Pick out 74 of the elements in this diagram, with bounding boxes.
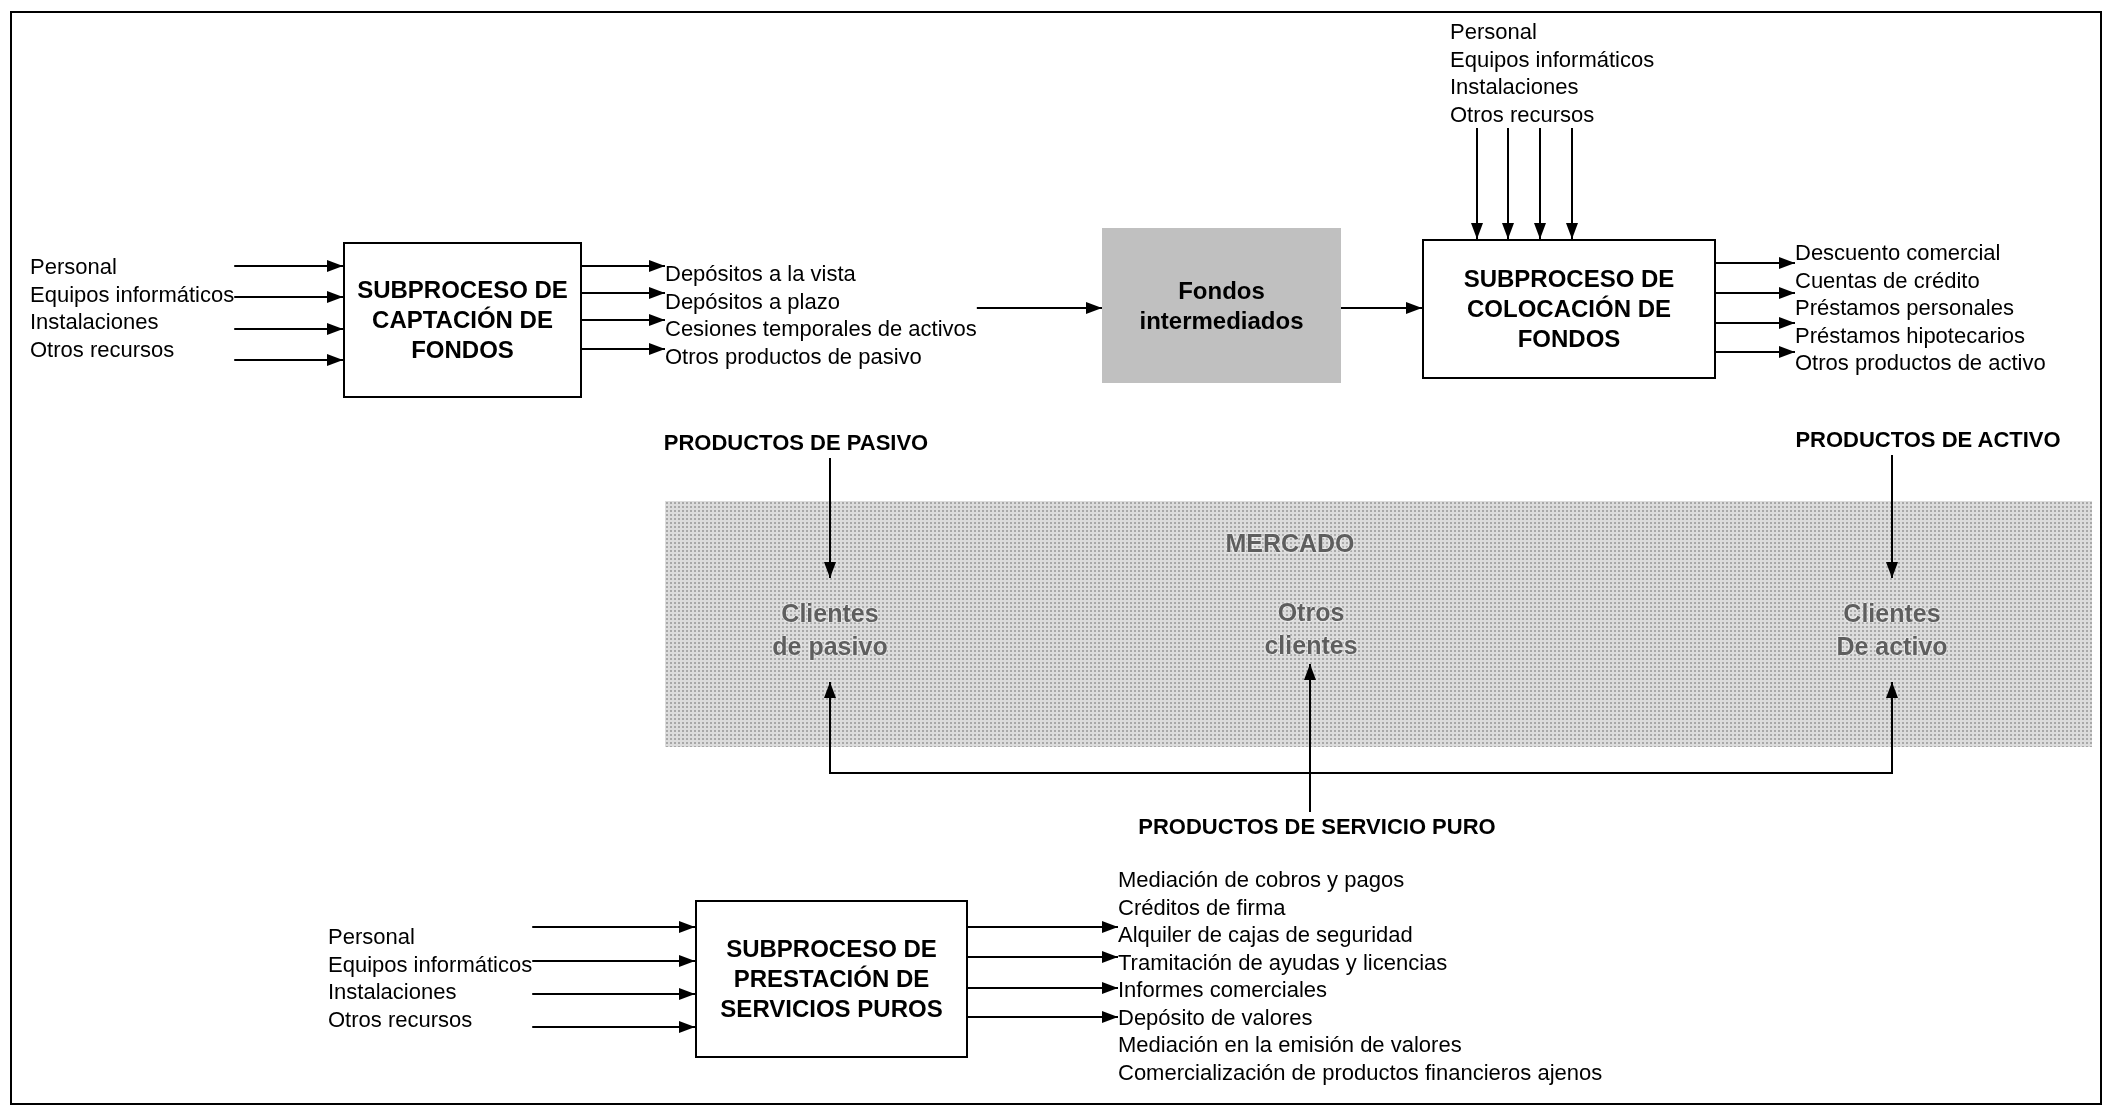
arrow xyxy=(1534,127,1546,240)
list-item-text: Equipos informáticos xyxy=(30,280,235,308)
section-heading: PRODUCTOS DE ACTIVO xyxy=(1794,426,2062,454)
list-item-text: Personal xyxy=(328,923,415,951)
arrow xyxy=(233,323,344,335)
arrow xyxy=(967,951,1119,963)
list-item-text: Comercialización de productos financieros ajenos xyxy=(1118,1058,1603,1086)
arrow xyxy=(1340,302,1423,314)
list-item-text: Instalaciones xyxy=(1450,73,1579,101)
list-item-text: Préstamos hipotecarios xyxy=(1795,321,2025,349)
section-heading: PRODUCTOS DE PASIVO xyxy=(662,429,930,457)
section-heading: PRODUCTOS DE SERVICIO PURO xyxy=(1137,813,1497,841)
arrow xyxy=(581,287,666,299)
arrow xyxy=(1309,681,1898,813)
band-title: MERCADO xyxy=(1224,528,1356,559)
arrow xyxy=(824,457,836,579)
list-item-text: Mediación en la emisión de valores xyxy=(1118,1031,1462,1059)
arrow xyxy=(531,988,696,1000)
list-item-text: Descuento comercial xyxy=(1795,239,2001,267)
list-item-text: Otros recursos xyxy=(30,335,175,363)
list-item-text: Otros productos de activo xyxy=(1795,349,2046,377)
arrow xyxy=(531,955,696,967)
market-band xyxy=(665,501,2092,747)
arrow xyxy=(1886,454,1898,579)
client-group-label: Otros clientes xyxy=(1263,597,1359,661)
arrow xyxy=(1715,287,1796,299)
arrow xyxy=(531,921,696,933)
client-group-label: Clientes De activo xyxy=(1835,598,1949,662)
list-item-text: Personal xyxy=(1450,18,1537,46)
process-title: SUBPROCESO DE CAPTACIÓN DE FONDOS xyxy=(356,275,569,365)
arrow xyxy=(581,260,666,272)
process-box xyxy=(1422,239,1716,379)
list-item-text: Otros productos de pasivo xyxy=(665,342,922,370)
arrow xyxy=(1715,317,1796,329)
list-item-text: Equipos informáticos xyxy=(328,950,533,978)
process-title: SUBPROCESO DE PRESTACIÓN DE SERVICIOS PUROS xyxy=(719,934,944,1024)
list-item-text: Préstamos personales xyxy=(1795,294,2014,322)
arrow xyxy=(531,1021,696,1033)
arrow xyxy=(1502,127,1514,240)
process-title: SUBPROCESO DE COLOCACIÓN DE FONDOS xyxy=(1462,264,1676,354)
arrow xyxy=(967,1011,1119,1023)
list-item-text: Depósitos a plazo xyxy=(665,287,840,315)
list-item-text: Depósitos a la vista xyxy=(665,260,856,288)
arrow xyxy=(581,314,666,326)
list-item-text: Créditos de firma xyxy=(1118,893,1286,921)
arrow xyxy=(967,921,1119,933)
process-box xyxy=(1102,228,1341,383)
list-item-text: Mediación de cobros y pagos xyxy=(1118,866,1405,894)
list-item-text: Tramitación de ayudas y licencias xyxy=(1118,948,1448,976)
client-group-label: Clientes de pasivo xyxy=(771,598,889,662)
arrow xyxy=(581,343,666,355)
process-box xyxy=(695,900,968,1058)
list-item-text: Otros recursos xyxy=(1450,100,1595,128)
process-box xyxy=(343,242,582,398)
list-item-text: Personal xyxy=(30,253,117,281)
arrow xyxy=(233,354,344,366)
list-item-text: Cesiones temporales de activos xyxy=(665,315,977,343)
list-item-text: Informes comerciales xyxy=(1118,976,1328,1004)
list-item-text: Otros recursos xyxy=(328,1005,473,1033)
arrow xyxy=(975,302,1103,314)
list-item-text: Instalaciones xyxy=(328,978,457,1006)
process-title: Fondos intermediados xyxy=(1138,275,1305,336)
list-item-text: Cuentas de crédito xyxy=(1795,266,1980,294)
arrow xyxy=(1715,346,1796,358)
arrow xyxy=(1715,257,1796,269)
arrow xyxy=(233,291,344,303)
arrow xyxy=(1471,127,1483,240)
arrow xyxy=(1566,127,1578,240)
list-item-text: Instalaciones xyxy=(30,308,159,336)
list-item-text: Depósito de valores xyxy=(1118,1003,1313,1031)
list-item-text: Equipos informáticos xyxy=(1450,45,1655,73)
arrow xyxy=(967,982,1119,994)
list-item-text: Alquiler de cajas de seguridad xyxy=(1118,921,1413,949)
arrow xyxy=(233,260,344,272)
